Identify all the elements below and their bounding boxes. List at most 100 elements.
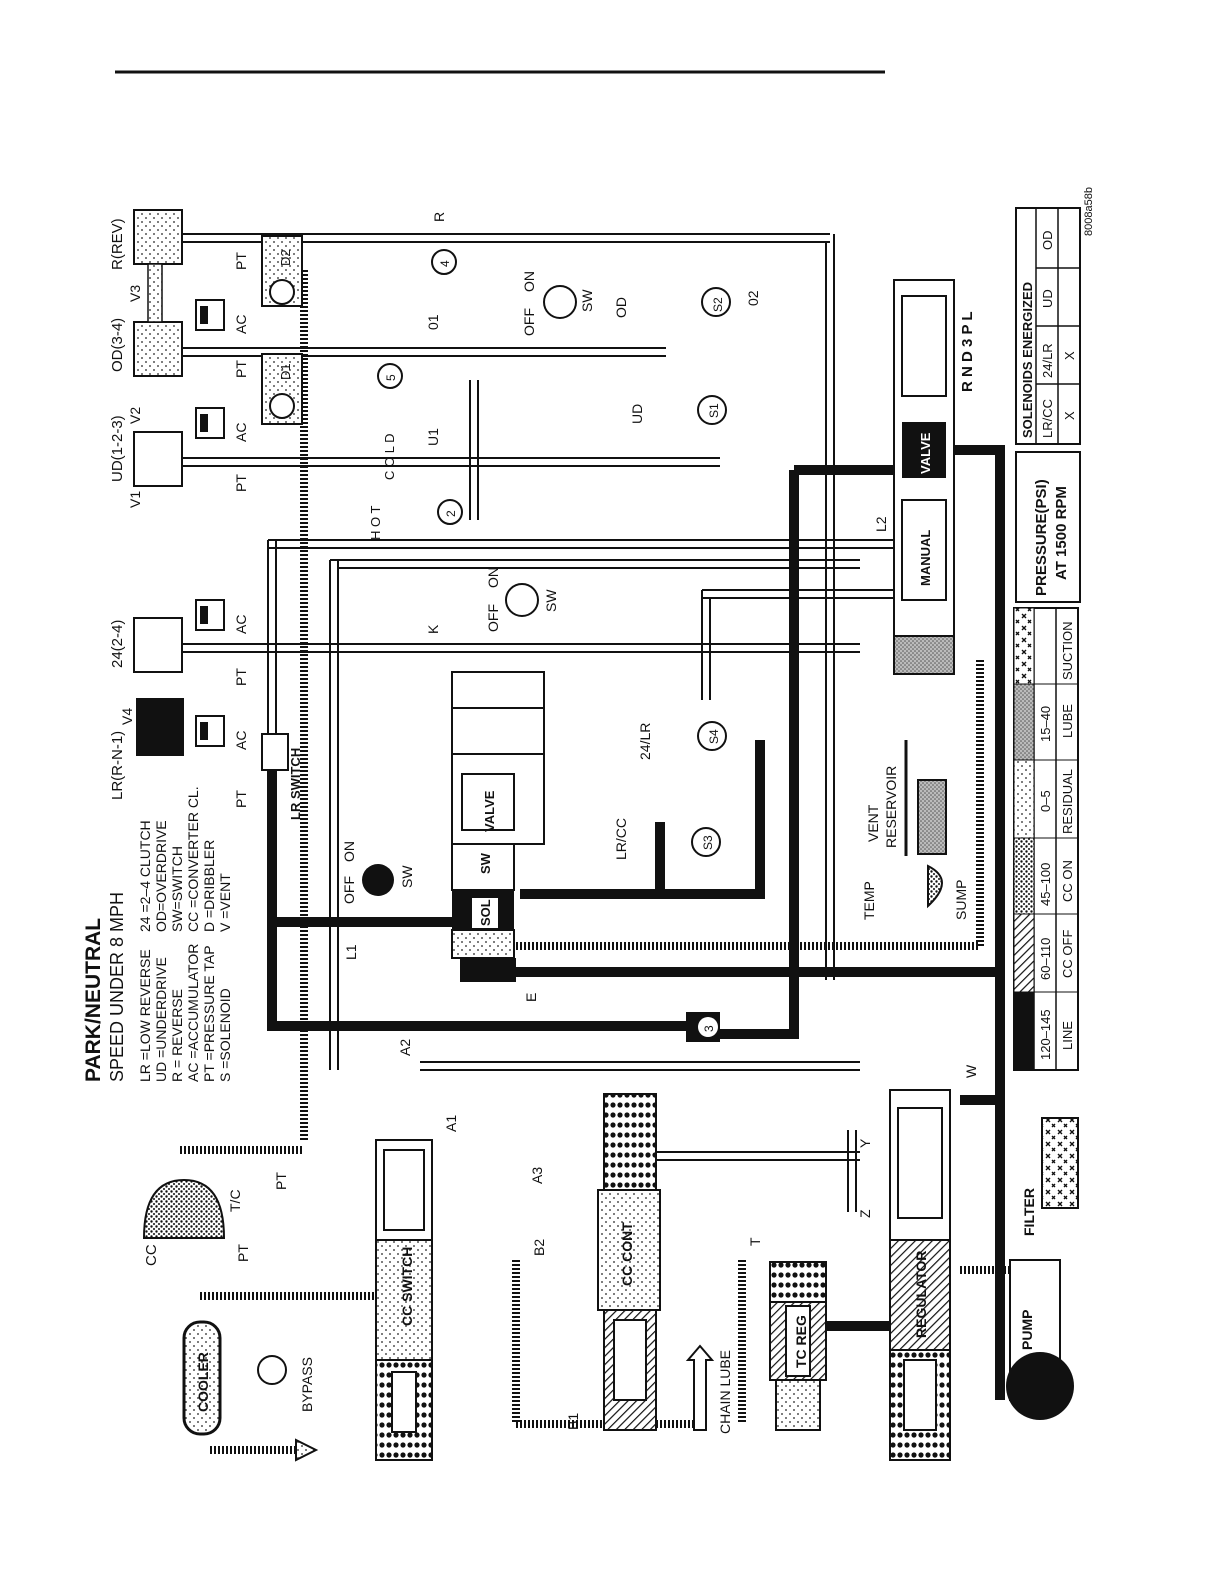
solenoid-table-c1: X	[1062, 351, 1077, 360]
passage-k: K	[425, 624, 441, 634]
lr-switch	[261, 733, 289, 771]
svg-text:D2: D2	[278, 249, 293, 266]
passage-b1: B1	[565, 1413, 581, 1430]
filter	[1041, 1117, 1079, 1209]
clutch-ud	[133, 431, 183, 487]
diagram-title: PARK/NEUTRAL	[82, 918, 105, 1082]
pressure-switch-lr-on: ON	[341, 841, 357, 862]
solenoid-table-h1: 24/LR	[1040, 343, 1055, 378]
cold-label: C O L D	[382, 434, 397, 480]
ac-label-ud: AC	[233, 423, 249, 442]
legend-name-ccon: CC ON	[1060, 860, 1075, 902]
svg-text:3: 3	[702, 1025, 716, 1032]
pressure-switch-24-on: ON	[485, 567, 501, 588]
legend-abbrev-7: OD=OVERDRIVE	[153, 820, 169, 932]
solenoid-table	[1015, 207, 1081, 445]
svg-text:D1: D1	[278, 363, 293, 380]
passage-b2: B2	[531, 1239, 547, 1256]
pressure-legend	[1013, 607, 1079, 1071]
ac-label-od: AC	[233, 315, 249, 334]
sw-label: SW	[478, 852, 493, 874]
ac-label-lr: AC	[233, 731, 249, 750]
pressure-title-2: AT 1500 RPM	[1053, 486, 1070, 580]
check-ball-5: 5	[377, 363, 403, 389]
svg-text:S3: S3	[701, 835, 715, 850]
check-ball-4: 4	[431, 249, 457, 275]
legend-abbrev-6: 24 =2–4 CLUTCH	[137, 820, 153, 932]
bypass-valve	[257, 1355, 287, 1385]
clutch-rev-label: R(REV)	[109, 218, 126, 270]
solenoid-s4: S4	[697, 721, 727, 751]
passage-w: W	[963, 1064, 979, 1078]
cc-switch-label: CC SWITCH	[399, 1247, 415, 1326]
accumulator-lr	[195, 715, 225, 747]
temp-label: TEMP	[861, 881, 877, 920]
clutch-lr	[136, 698, 184, 756]
solenoid-od-label: OD	[613, 297, 629, 318]
cooler-label: COOLER	[195, 1352, 211, 1412]
clutch-24	[133, 617, 183, 673]
cooler-return-arrow	[295, 1438, 319, 1462]
ac-label-24: AC	[233, 615, 249, 634]
passage-e: E	[523, 993, 539, 1002]
cc-label: CC	[143, 1244, 160, 1266]
legend-abbrev-1: UD =UNDERDRIVE	[153, 957, 169, 1082]
legend-range-residual: 0–5	[1038, 790, 1053, 812]
regulator-label: REGULATOR	[913, 1251, 929, 1338]
passage-y: Y	[857, 1138, 873, 1148]
solenoid-table-title: SOLENOIDS ENERGIZED	[1020, 282, 1035, 438]
check-ball-2: 2	[437, 499, 463, 525]
solenoid-switch-valve	[451, 671, 545, 982]
solenoid-s3: S3	[691, 827, 721, 857]
chain-lube-label: CHAIN LUBE	[717, 1350, 733, 1434]
tc-regulator-valve	[769, 1261, 827, 1431]
sol-label-bg	[472, 898, 498, 928]
sump-label: SUMP	[953, 880, 969, 920]
accumulator-od	[195, 299, 225, 331]
passage-a2: A2	[397, 1039, 413, 1056]
chain-lube-arrow	[685, 1344, 715, 1431]
passage-u1: U1	[425, 428, 441, 446]
title-block: PARK/NEUTRAL SPEED UNDER 8 MPH LR =LOW R…	[82, 786, 233, 1082]
pt-label-rev: PT	[233, 252, 249, 270]
legend-name-line: LINE	[1060, 1021, 1075, 1050]
dribbler-d1: D1	[261, 353, 303, 425]
pressure-switch-24	[505, 583, 539, 617]
passage-l1: L1	[343, 944, 359, 960]
pressure-title-box	[1015, 451, 1081, 603]
legend-abbrev-11: V =VENT	[217, 873, 233, 932]
manual-valve-label: VALVE	[918, 432, 933, 474]
pt-label-tc: PT	[273, 1172, 289, 1190]
vent-label: VENT	[865, 804, 881, 842]
regulator-valve	[889, 1089, 951, 1461]
svg-text:2: 2	[444, 510, 458, 517]
dribbler-d2: D2	[261, 235, 303, 307]
legend-abbrev-0: LR =LOW REVERSE	[137, 949, 153, 1082]
hot-label: H O T	[368, 506, 383, 540]
pressure-switch-od-sw: SW	[579, 289, 595, 312]
valve-label: VALVE	[482, 790, 497, 832]
sol-label: SOL	[478, 899, 493, 926]
passage-t: T	[747, 1237, 763, 1246]
legend-abbrev-3: AC =ACCUMULATOR	[185, 944, 201, 1082]
gear-positions: R N D 3 P L	[959, 311, 976, 392]
legend-abbrev-5: S =SOLENOID	[217, 988, 233, 1082]
legend-name-residual: RESIDUAL	[1060, 769, 1075, 834]
legend-abbrev-10: D =DRIBBLER	[201, 840, 217, 932]
cooler	[182, 1320, 222, 1436]
pressure-switch-od	[543, 285, 577, 319]
clutch-od-label: OD(3-4)	[109, 318, 126, 372]
legend-range-ccon: 45–100	[1038, 863, 1053, 906]
solenoid-table-c0: X	[1062, 411, 1077, 420]
pt-label-cc: PT	[235, 1244, 251, 1262]
solenoid-24lr-label: 24/LR	[637, 723, 653, 760]
accumulator-24	[195, 599, 225, 631]
lr-switch-label: LR SWITCH	[288, 748, 303, 820]
legend-range-line: 120–145	[1038, 1009, 1053, 1060]
legend-abbrev-4: PT =PRESSURE TAP	[201, 945, 217, 1082]
pt-label-ud: PT	[233, 474, 249, 492]
cc-switch-valve	[375, 1139, 433, 1461]
diagram-subtitle: SPEED UNDER 8 MPH	[107, 892, 127, 1082]
bypass-label: BYPASS	[299, 1357, 315, 1412]
